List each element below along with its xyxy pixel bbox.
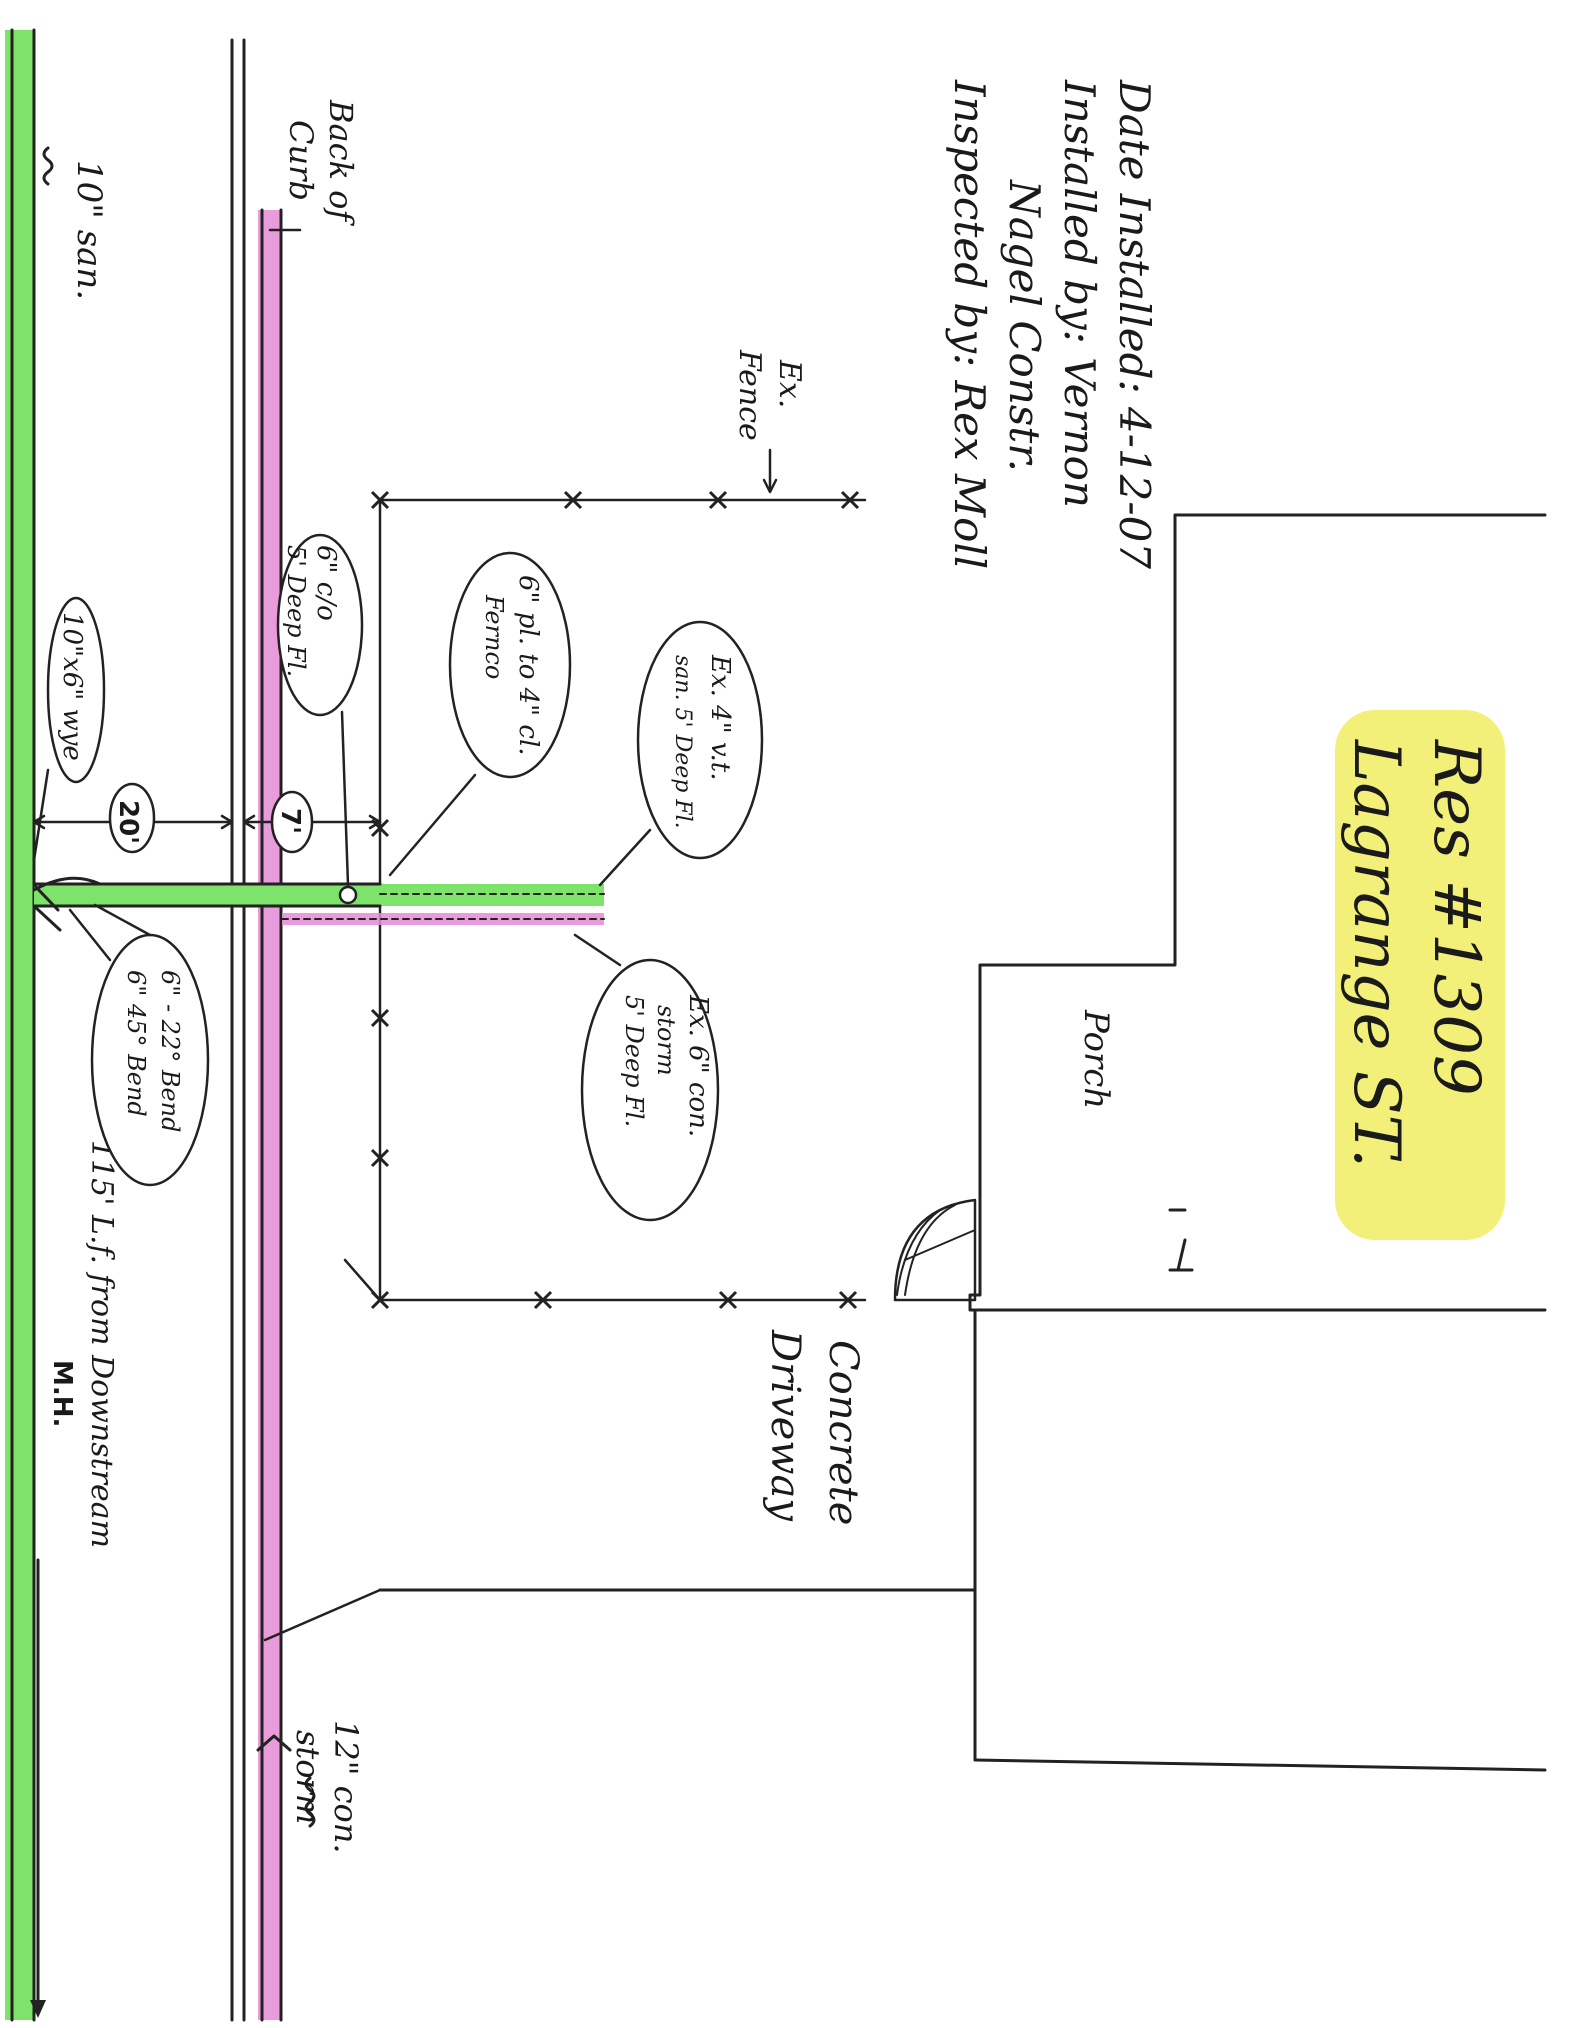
existing-fence-line1: Ex. <box>772 359 807 408</box>
dim-7-bubble <box>270 790 314 854</box>
back-of-curb-line1: Back of <box>322 99 360 226</box>
fernco-bubble <box>448 551 572 779</box>
storm-main-label-group: 12" con. storm <box>289 1720 365 1854</box>
existing-fence-line2: Fence <box>732 349 767 441</box>
sanitary-main-label: 10" san. <box>69 160 109 300</box>
porch-steps-icon <box>893 1198 977 1302</box>
cleanout-text-1: 6" c/o <box>311 545 341 621</box>
address-block: Res #1309 Lagrange ST. <box>1335 710 1505 1240</box>
driveway-line1: Concrete <box>820 1340 866 1525</box>
ex-san-bubble <box>636 620 764 860</box>
sanitary-main-highlight <box>5 30 33 2020</box>
porch-corner-mark <box>1168 1238 1194 1272</box>
dim-7-text: 7' <box>275 808 305 834</box>
bends-leader-1 <box>68 908 112 962</box>
dim-20-bubble <box>108 782 156 854</box>
address-line-2: Lagrange ST. <box>1339 739 1413 1168</box>
flow-arrow-icon <box>30 2000 46 2018</box>
ex-storm-leader <box>573 933 622 967</box>
bends-text-2: 6" 45° Bend <box>122 970 150 1117</box>
bends-leader-2 <box>93 903 152 937</box>
existing-fence-group: Ex. Fence <box>732 349 807 441</box>
porch-label-group: Porch <box>1076 1009 1116 1109</box>
driveway-line2: Driveway <box>762 1329 808 1522</box>
wye-leader <box>32 768 50 862</box>
driveway-label-group: Concrete Driveway <box>762 1329 866 1525</box>
storm-squiggle-icon <box>304 1776 316 1828</box>
fernco-leader <box>388 773 477 877</box>
fernco-text-2: Fernco <box>480 594 508 679</box>
dim-20-text: 20' <box>113 800 143 844</box>
driveway-outline-right <box>973 1758 1547 1772</box>
porch-label: Porch <box>1076 1009 1116 1109</box>
back-of-curb-line2: Curb <box>282 120 320 201</box>
wye-bubble <box>46 596 106 784</box>
cleanout-bubble <box>276 533 364 717</box>
storm-main-line2: storm <box>289 1730 327 1824</box>
driveway-outline-left <box>378 1308 977 1592</box>
ex-storm-text-2: storm <box>652 1005 680 1076</box>
sanitary-squiggle-icon <box>42 146 54 186</box>
address-line-1: Res #1309 <box>1419 739 1493 1096</box>
installed-by-text: Installed by: Vernon <box>1055 79 1104 508</box>
ex-san-text-1: Ex. 4" v.t. <box>705 654 735 781</box>
wye-bend-curve <box>32 876 102 892</box>
back-of-curb-group: Back of Curb <box>282 99 360 226</box>
install-notes: Date Installed: 4-12-07 Installed by: Ve… <box>945 79 1159 569</box>
ex-san-leader <box>598 828 652 887</box>
cleanout-icon <box>338 885 358 905</box>
storm-flow-arrow-icon <box>256 1734 292 1752</box>
installed-by-company-text: Nagel Constr. <box>1000 179 1049 472</box>
ex-storm-text-1: Ex. 6" con. <box>683 994 713 1137</box>
address-highlight <box>1335 710 1505 1240</box>
cleanout-text-2: 5' Deep Fl. <box>282 545 310 677</box>
ex-san-text-2: san. 5' Deep Fl. <box>670 655 695 829</box>
wye-text: 10"x6" wye <box>57 612 87 761</box>
cleanout-leader <box>340 710 350 887</box>
fernco-text-1: 6" pl. to 4" cl. <box>513 575 543 756</box>
house-outline <box>968 513 1547 1312</box>
service-lateral-highlight <box>34 884 604 906</box>
downstream-line2: M.H. <box>47 1360 77 1427</box>
bends-text-1: 6" - 22° Bend <box>156 970 184 1133</box>
downstream-label-group: 115' L.f. from Downstream M.H. <box>47 1140 119 1548</box>
driveway-edge-bottom <box>263 1588 382 1642</box>
downstream-line1: 115' L.f. from Downstream <box>84 1140 119 1548</box>
storm-main-line1: 12" con. <box>327 1720 365 1854</box>
sanitary-main-label-group: 10" san. <box>69 160 109 300</box>
inspected-by-text: Inspected by: Rex Moll <box>945 79 994 569</box>
ex-storm-bubble <box>580 958 720 1222</box>
date-installed-text: Date Installed: 4-12-07 <box>1110 79 1159 569</box>
ex-storm-text-3: 5' Deep Fl. <box>620 995 648 1127</box>
bend-marks <box>32 883 62 932</box>
fence-markers <box>370 490 860 1310</box>
